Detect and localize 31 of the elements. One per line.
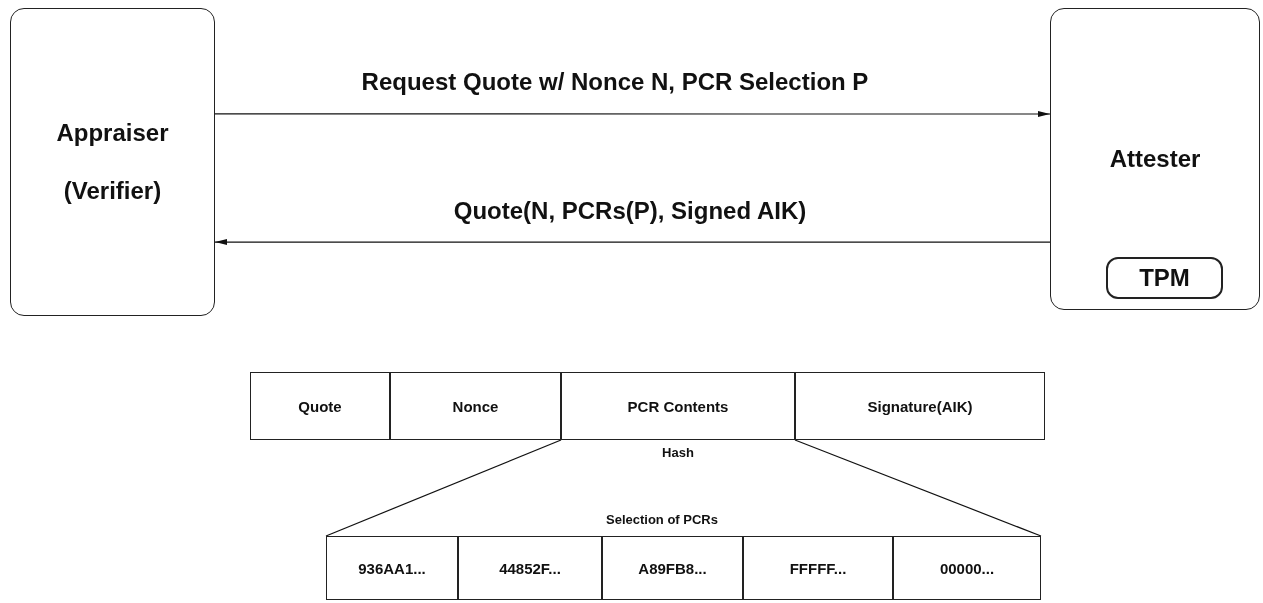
node-text: Nonce — [452, 397, 499, 415]
table-cell — [561, 372, 795, 440]
arrow — [214, 111, 1051, 117]
expansion-line — [794, 439, 1042, 537]
node-text: A89FB8... — [638, 559, 707, 577]
node-text: Signature(AIK) — [867, 397, 973, 415]
table-cell — [390, 372, 561, 440]
component-box — [1106, 257, 1223, 299]
expansion-line — [325, 439, 562, 537]
node-text: PCR Contents — [627, 397, 729, 415]
node-text: TPM — [1139, 264, 1190, 292]
table-cell — [602, 536, 743, 600]
node-text: 44852F... — [499, 559, 561, 577]
table-cell — [326, 536, 458, 600]
node-caption: Hash — [662, 445, 694, 460]
node-text: 936AA1... — [358, 559, 426, 577]
table-cell — [893, 536, 1041, 600]
table-cell — [743, 536, 893, 600]
node-text: Appraiser — [56, 119, 169, 147]
table-cell — [458, 536, 602, 600]
node-text: FFFFF... — [789, 559, 847, 577]
table-cell — [795, 372, 1045, 440]
node-text: Attester — [1109, 145, 1201, 173]
actor-box — [1050, 8, 1260, 310]
actor-box — [10, 8, 215, 316]
arrow — [214, 239, 1051, 246]
node-text: (Verifier) — [63, 177, 162, 205]
node-text: Quote — [298, 397, 342, 415]
table-heading: Selection of PCRs — [606, 512, 718, 527]
table-cell — [250, 372, 390, 440]
node-text: 00000... — [939, 559, 995, 577]
